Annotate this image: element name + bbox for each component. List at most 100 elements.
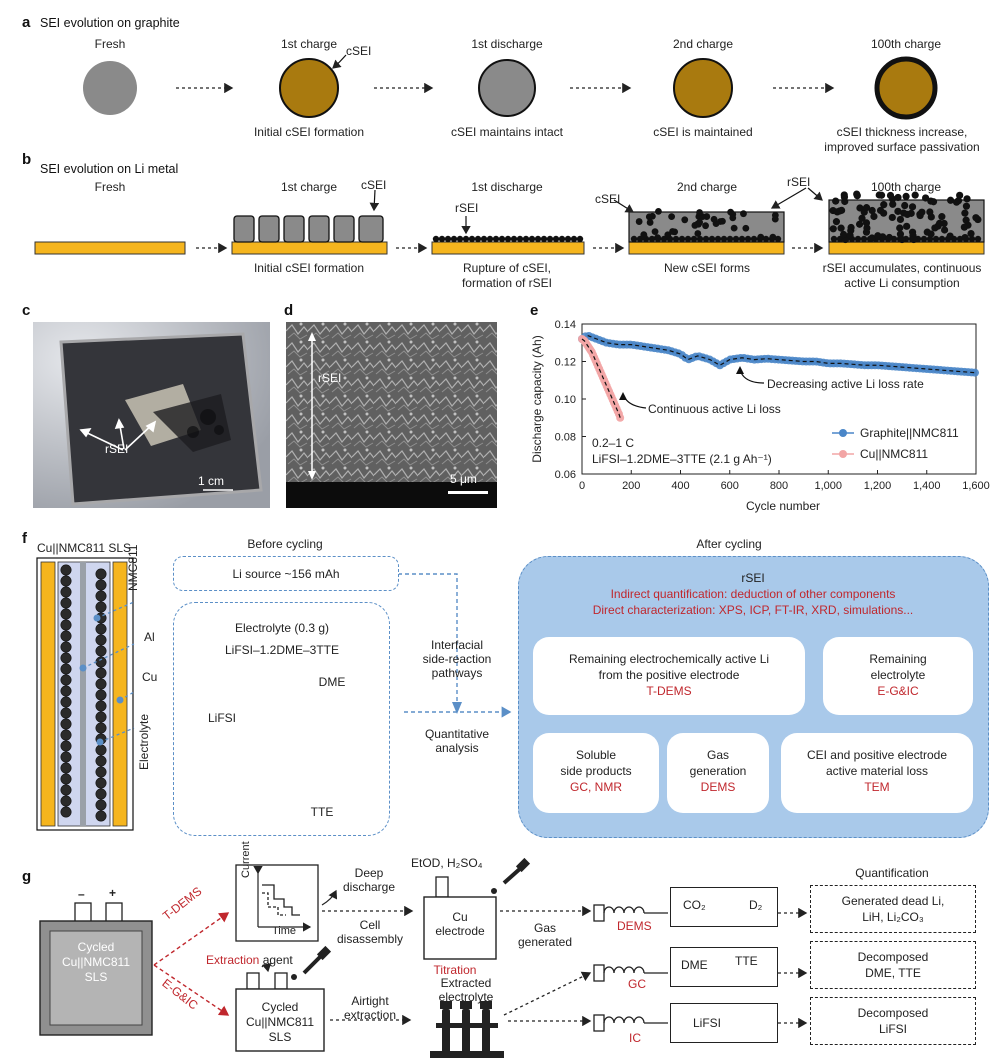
stage-caption: improved surface passivation [824,140,980,154]
cu-electrode-2: electrode [435,924,485,938]
quant-line2: LiH, Li₂CO₃ [862,910,924,924]
quant-label-1: Quantitative [424,727,490,741]
peak-dme: DME [681,958,708,972]
li-metal-100th-charge [828,241,985,255]
electrolyte-box: Electrolyte (0.3 g) LiFSI–1.2DME–3TTE Li… [173,602,390,836]
box-method: TEM [864,780,890,794]
box-line2: from the positive electrode [598,668,740,682]
legend-marker-graphite [839,429,847,437]
li-metal-fresh [34,241,186,255]
rsei-indirect: Indirect quantification: deduction of ot… [610,587,896,601]
quant-line2: LiFSI [878,1022,908,1036]
extracted-1: Extracted [440,976,492,990]
peak-lifsi: LiFSI [693,1016,722,1030]
stage-label: 1st charge [280,180,338,194]
rsei-annotation: rSEI [105,442,129,456]
stage-caption: rSEI accumulates, continuous [822,261,982,275]
dems-spectrum: CO₂ D₂ [670,887,778,927]
instrument-dems: DEMS [617,919,652,933]
layer-label-nmc811: NMC811 [126,544,140,591]
cycled-sls-label: Cycled Cu||NMC811 SLS [246,1000,314,1045]
pathways-label-1: Interfacial [430,638,484,652]
gas-generated-1: Gas [533,921,557,935]
sem-cross-section: rSEI 5 μm [286,322,497,508]
sls-line3: SLS [268,1030,292,1044]
graphite-100th-charge-particle [874,56,938,120]
peak-tte: TTE [735,954,758,968]
panel-f-label: f [22,530,27,547]
y-tick-label: 0.10 [555,394,576,406]
y-tick-label: 0.14 [555,319,576,331]
y-tick-label: 0.12 [555,357,576,369]
graphite-1st-discharge-particle [478,59,536,117]
layer-label-electrolyte: Electrolyte [137,713,151,770]
cell-minus: – [78,887,85,901]
legend-cu-nmc811: Cu||NMC811 [860,447,928,461]
panel-g-diagram [39,857,808,1058]
scale-bar-label: 5 μm [450,472,477,486]
box-cei-loss: CEI and positive electrode active materi… [781,733,973,813]
stage-caption: Rupture of cSEI, [462,261,552,275]
box-line2: electrolyte [870,668,926,682]
stage-label: 1st discharge [471,180,543,194]
extraction-agent-label: Extraction agent [206,953,293,967]
sls-line2: Cu||NMC811 [245,1015,315,1029]
plot-time-label: Time [272,925,297,937]
rsei-title: rSEI [741,571,765,585]
quant-box-dme-tte: Decomposed DME, TTE [810,941,976,989]
legend-marker-cu [839,450,847,458]
box-method: DEMS [700,780,736,794]
extracted-2: electrolyte [438,990,494,1004]
box-remaining-electrolyte: Remaining electrolyte E-G&IC [823,637,973,715]
titration-label: Titration [433,963,477,977]
box-method: E-G&IC [877,684,919,698]
x-tick-label: 400 [671,480,689,492]
quant-box-dead-li: Generated dead Li, LiH, Li₂CO₃ [810,885,976,933]
instrument-gc: GC [628,977,646,991]
box-soluble-products: Soluble side products GC, NMR [533,733,659,813]
condition-rate: 0.2–1 C [592,436,634,450]
peak-d2: D₂ [749,898,763,912]
stage-caption: Initial cSEI formation [253,125,365,139]
stage-caption: formation of rSEI [461,276,553,290]
x-axis-label: Cycle number [746,499,820,513]
quantification-title: Quantification [855,866,929,880]
y-tick-label: 0.08 [555,432,576,444]
x-tick-label: 600 [721,480,739,492]
x-tick-label: 0 [579,480,585,492]
box-remaining-active-li: Remaining electrochemically active Li fr… [533,637,805,715]
li-source-label: Li source ~156 mAh [232,567,340,581]
stage-caption: Initial cSEI formation [253,261,365,275]
box-line1: Remaining [869,652,927,666]
x-tick-label: 1,400 [913,480,941,492]
agent-word: agent [262,953,293,967]
box-line1: Remaining electrochemically active Li [568,652,770,666]
cell-disassembly-1: Cell [359,918,381,932]
rsei-panel: rSEI Indirect quantification: deduction … [518,556,989,838]
airtight-2: extraction [343,1008,397,1022]
panel-a-diagram [83,54,938,120]
quant-line2: DME, TTE [865,966,921,980]
cell-disassembly-2: disassembly [336,932,404,946]
airtight-1: Airtight [351,994,389,1008]
ic-spectrum: LiFSI [670,1003,778,1043]
stage-label: 100th charge [870,180,942,194]
panel-b-diagram [34,187,985,255]
box-line2: side products [560,764,632,778]
cell-title: Cu||NMC811 SLS [37,541,132,555]
pathways-label-2: side-reaction [422,652,492,666]
panel-g-label: g [22,868,32,885]
graphite-1st-charge-particle [279,58,339,118]
y-axis-label: Discharge capacity (Ah) [530,335,544,462]
stage-caption: cSEI thickness increase, [836,125,968,139]
cu-fit-line [581,338,621,418]
stage-label: 2nd charge [672,37,734,51]
stage-caption: active Li consumption [844,276,960,290]
rsei-callout: rSEI [787,175,811,189]
quant-line1: Decomposed [857,1006,929,1020]
li-metal-1st-charge [231,241,388,255]
box-line1: Soluble [575,748,617,762]
graphite-data-point [971,368,980,377]
graphite-2nd-charge-particle [673,58,733,118]
